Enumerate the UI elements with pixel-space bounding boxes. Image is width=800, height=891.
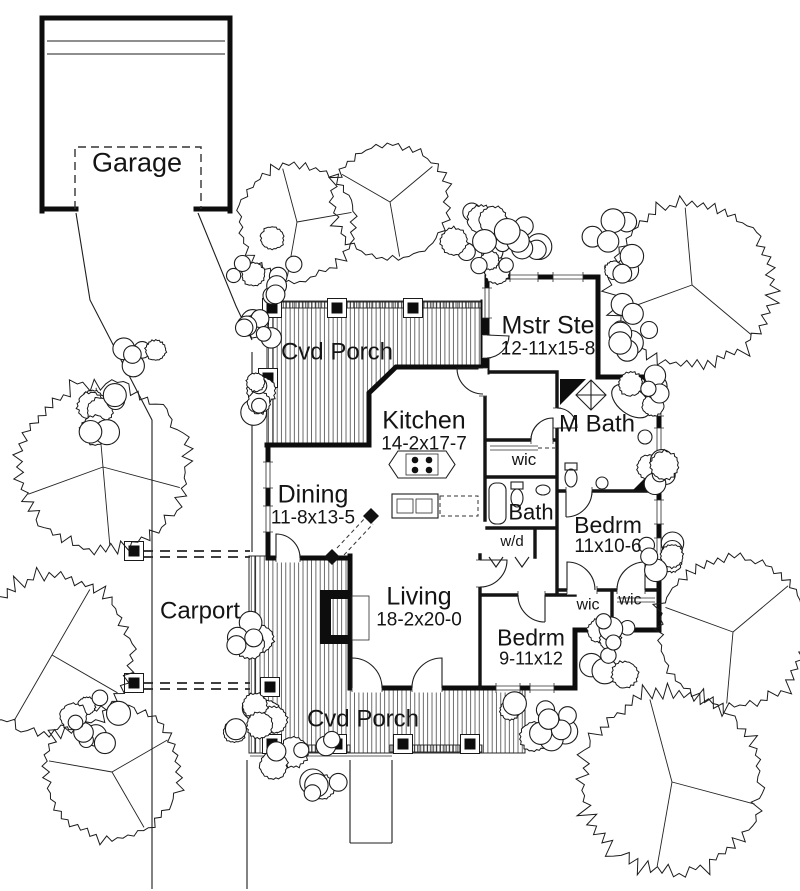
wall-openings — [263, 272, 664, 693]
trees-layer — [0, 142, 800, 878]
room-label-cvd-porch-bottom: Cvd Porch — [306, 705, 420, 733]
hall-bath-fixtures — [488, 481, 551, 525]
sink — [637, 429, 653, 445]
fireplace — [320, 590, 370, 644]
kitchen-island — [388, 450, 456, 479]
dining-living-opening — [324, 508, 379, 565]
sink — [535, 484, 551, 496]
room-label-cvd-porch-top: Cvd Porch — [280, 338, 394, 366]
toilet — [510, 488, 524, 508]
room-label-wic-master: wic — [511, 449, 537, 469]
room-label-wic-right: wic — [618, 591, 642, 609]
garage-structure — [39, 15, 233, 214]
room-label-carport: Carport — [159, 597, 241, 625]
bushes-layer — [59, 202, 685, 802]
bathtub — [488, 482, 507, 525]
kitchen-counter — [391, 493, 479, 519]
door-arcs — [275, 334, 646, 689]
room-label-wic-left: wic — [576, 596, 600, 614]
carport-boundary-dashes — [143, 550, 250, 690]
room-label-m-bath: M Bath — [558, 410, 636, 438]
closet-details — [488, 445, 655, 603]
garage-door-dashes — [74, 146, 202, 209]
room-label-wd: w/d — [500, 533, 524, 551]
room-label-garage: Garage — [91, 147, 183, 178]
porch-railing — [389, 744, 483, 753]
room-label-bath: Bath — [508, 499, 554, 525]
bifold-doors — [488, 556, 530, 568]
sink — [595, 476, 609, 490]
toilet — [564, 468, 578, 488]
